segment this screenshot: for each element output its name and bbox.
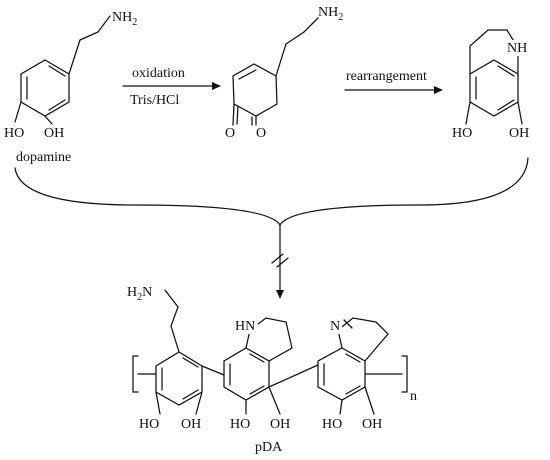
indoline-benzene-ring: [469, 59, 519, 117]
pda-oh-4: OH: [270, 417, 290, 432]
pda-oh-3: HO: [230, 417, 250, 432]
pda-ring-1: [155, 351, 203, 406]
pda-hn-label: HN: [235, 319, 255, 334]
converging-brace: [14, 157, 529, 226]
rearrangement-arrow: rearrangement: [344, 69, 443, 94]
pda-n-label: N: [330, 319, 340, 334]
dopamine-name: dopamine: [16, 150, 71, 165]
pda-oh-5: HO: [322, 417, 342, 432]
dopamine-oh-left: HO: [4, 126, 24, 141]
dopaquinone-ring: [232, 63, 278, 117]
pda-ring-2: [223, 347, 270, 401]
dopaquinone-structure: NH2 O O: [225, 5, 343, 141]
dopamine-amine-label: NH2: [112, 10, 137, 28]
dopaquinone-o-right: O: [256, 126, 266, 141]
rearrangement-label: rearrangement: [346, 69, 427, 84]
oxidation-arrow: oxidation Tris/HCl: [122, 66, 221, 108]
indoline-nh-label: NH: [507, 41, 527, 56]
pda-polymer-structure: n H2N HN N: [127, 285, 417, 455]
repeat-bracket-left: [132, 355, 139, 393]
dopamine-side-chain: [68, 15, 111, 75]
oxidation-label: oxidation: [132, 66, 185, 81]
repeat-n-label: n: [410, 389, 417, 404]
tris-hcl-label: Tris/HCl: [130, 93, 179, 108]
dopamine-oh-right: OH: [44, 126, 64, 141]
polymerization-arrow: [271, 224, 289, 299]
pda-oh-6: OH: [362, 417, 382, 432]
dopaquinone-o-left: O: [225, 126, 235, 141]
repeat-bracket-right: [401, 355, 408, 393]
dihydroxyindoline-structure: NH HO OH: [452, 29, 531, 141]
pda-ring-3: [317, 347, 366, 401]
pda-name: pDA: [255, 440, 283, 455]
indoline-oh-left: HO: [452, 126, 472, 141]
dopamine-ring: [20, 59, 70, 117]
indoline-oh-right: OH: [509, 126, 529, 141]
dopamine-structure: NH2 HO OH dopamine: [4, 10, 137, 165]
pda-amine-label: H2N: [127, 285, 152, 303]
pda-oh-1: HO: [139, 417, 159, 432]
pda-oh-2: OH: [181, 417, 201, 432]
dopaquinone-amine-label: NH2: [318, 5, 343, 23]
